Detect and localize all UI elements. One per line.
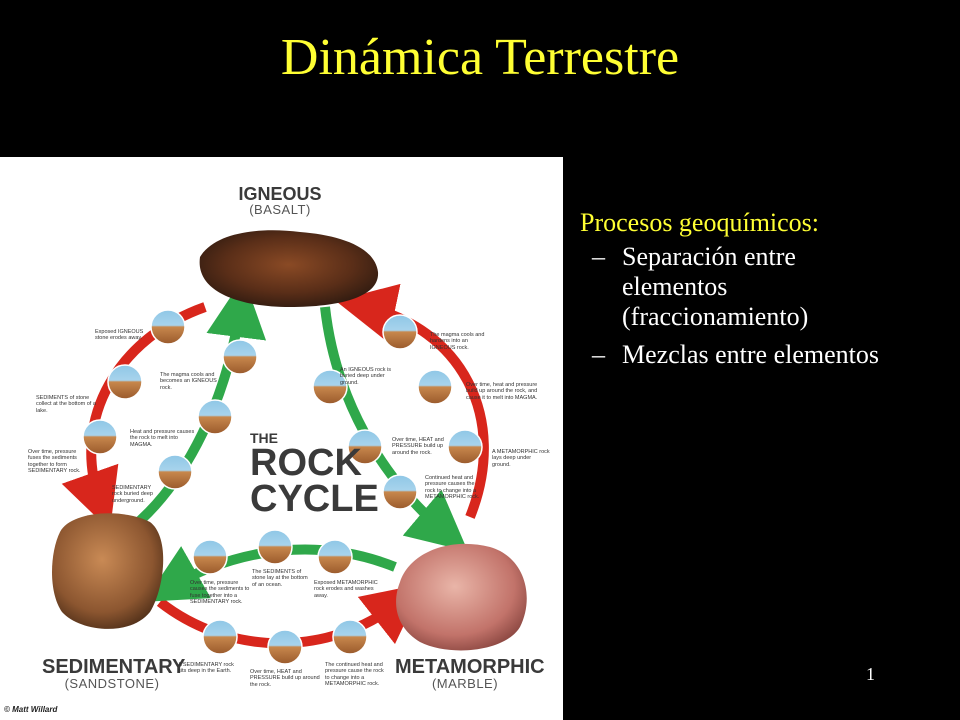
- stage-circles: [82, 309, 483, 665]
- sedimentary-name: SEDIMENTARY: [42, 656, 186, 678]
- caption: SEDIMENTS of stone collect at the bottom…: [36, 395, 96, 414]
- rock-cycle-graphic: [52, 230, 527, 665]
- caption: Over time, heat and pressure build up ar…: [466, 382, 538, 401]
- caption: An IGNEOUS rock is buried deep under gro…: [340, 367, 392, 386]
- caption: Over time, pressure causes the sediments…: [190, 580, 250, 605]
- arrow-sedimentary-to-igneous: [117, 277, 267, 542]
- rock-cycle-title-the: THE: [250, 430, 278, 446]
- bullet-item-text: Separación entre elementos (fraccionamie…: [622, 241, 809, 331]
- rock-cycle-diagram: IGNEOUS (BASALT) SEDIMENTARY (SANDSTONE)…: [0, 157, 563, 720]
- slide-title: Dinámica Terrestre: [280, 29, 680, 86]
- bullet-dash: –: [592, 241, 605, 271]
- caption: Over time, HEAT and PRESSURE build up ar…: [250, 669, 320, 688]
- caption: The continued heat and pressure cause th…: [325, 662, 384, 687]
- caption: Exposed IGNEOUS stone erodes away.: [95, 329, 144, 342]
- bullet-heading: Procesos geoquímicos:: [580, 208, 820, 237]
- bullet-list: Procesos geoquímicos: – Separación entre…: [580, 208, 960, 377]
- rock-cycle-title-cycle: CYCLE: [250, 478, 379, 521]
- caption: SEDIMENTARY rock buried deep underground…: [112, 485, 153, 504]
- page-number: 1: [866, 664, 875, 684]
- bullet-item-text: Mezclas entre elementos: [622, 339, 879, 369]
- rock-cycle-title: THE ROCK CYCLE: [250, 430, 379, 521]
- bullet-dash: –: [592, 339, 605, 369]
- image-credit: © Matt Willard: [4, 705, 58, 714]
- igneous-sub: (BASALT): [249, 202, 311, 217]
- caption: A SEDIMENTARY rock sits deep in the Eart…: [178, 662, 234, 675]
- caption: Over time, pressure fuses the sediments …: [28, 449, 81, 474]
- igneous-name: IGNEOUS: [238, 184, 322, 204]
- bullet-item: – Mezclas entre elementos: [580, 340, 960, 370]
- metamorphic-rock-image: [396, 543, 527, 651]
- metamorphic-name: METAMORPHIC: [395, 656, 545, 678]
- sedimentary-sub: (SANDSTONE): [64, 676, 160, 691]
- metamorphic-sub: (MARBLE): [431, 676, 499, 691]
- bullet-item: – Separación entre elementos (fraccionam…: [580, 242, 902, 332]
- caption: Over time, HEAT and PRESSURE build up ar…: [392, 437, 444, 456]
- igneous-label: IGNEOUS (BASALT): [230, 185, 330, 216]
- caption: The magma cools and hardens into an IGNE…: [430, 332, 485, 351]
- igneous-rock-image: [199, 230, 379, 307]
- caption: The SEDIMENTS of stone lay at the bottom…: [252, 569, 308, 588]
- sedimentary-rock-image: [52, 513, 164, 629]
- rock-cycle-title-rock: ROCK: [250, 442, 362, 485]
- sedimentary-label: SEDIMENTARY (SANDSTONE): [42, 656, 186, 691]
- caption: A METAMORPHIC rock lays deep under groun…: [492, 449, 550, 468]
- metamorphic-label: METAMORPHIC (MARBLE): [395, 656, 545, 691]
- caption: Continued heat and pressure causes the r…: [425, 475, 480, 500]
- caption: Heat and pressure causes the rock to mel…: [130, 429, 195, 448]
- caption: The magma cools and becomes an IGNEOUS r…: [160, 372, 217, 391]
- caption: Exposed METAMORPHIC rock erodes and wash…: [314, 580, 378, 599]
